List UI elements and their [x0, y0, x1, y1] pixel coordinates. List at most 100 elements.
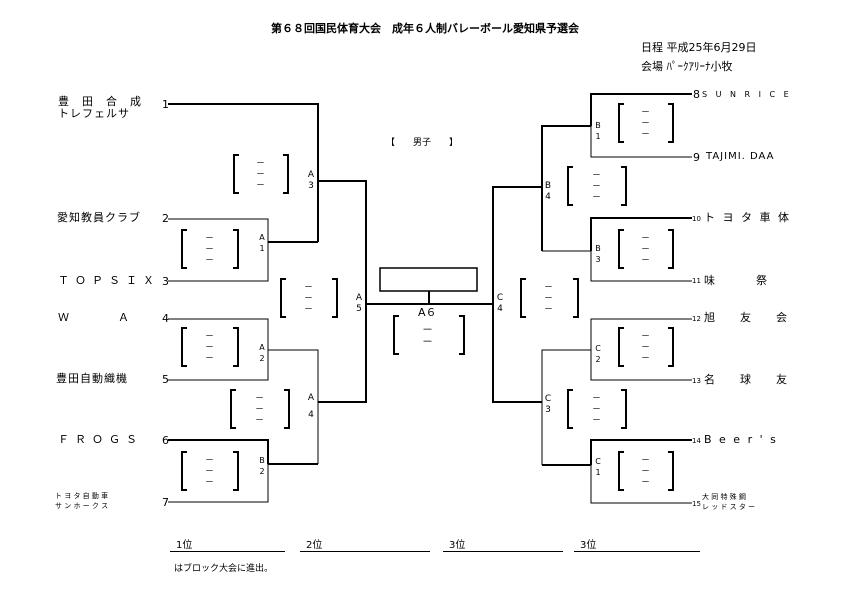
score-placeholder-b1-1: －	[641, 108, 651, 118]
score-placeholder-final-2: －	[422, 335, 433, 348]
score-placeholder-c2-2: －	[641, 343, 651, 353]
match-label-c2-number: 2	[595, 355, 601, 364]
match-label-c4-letter: C	[496, 293, 504, 303]
match-label-b4-letter: B	[544, 181, 552, 191]
score-placeholder-a1-3: －	[205, 256, 215, 266]
team-number-3: 3	[162, 275, 169, 288]
page-title: 第６８回国民体育大会 成年６人制バレーボール愛知県予選会	[271, 22, 579, 35]
team-3: ＴＯＰＳＩＸ	[58, 274, 160, 287]
team-number-11: 11	[692, 277, 701, 285]
score-placeholder-b4-2: －	[592, 182, 602, 192]
match-label-a2-number: 2	[259, 354, 265, 363]
score-bracket-a2	[181, 327, 239, 367]
bracket-line-team13	[590, 350, 692, 381]
score-bracket-a4	[230, 389, 290, 429]
score-placeholder-b3-3: －	[641, 256, 651, 266]
match-label-b1: B 1	[594, 120, 602, 142]
team-7-line-2: サ ン ホ ー ク ス	[55, 502, 109, 510]
match-label-c3-letter: C	[544, 394, 552, 404]
bracket-line-team6	[168, 439, 269, 464]
score-placeholder-b2-3: －	[205, 478, 215, 488]
score-placeholder-b3-2: －	[641, 245, 651, 255]
rank-3b-label: 3位	[580, 540, 597, 551]
score-placeholder-c1-3: －	[641, 478, 651, 488]
team-15-line-1: 大 同 特 殊 鋼	[702, 493, 746, 501]
team-15: 大 同 特 殊 鋼 レ ッ ド ス タ ー	[702, 492, 755, 512]
score-placeholder-b3-1: －	[641, 234, 651, 244]
score-bracket-a3	[233, 154, 289, 194]
team-number-15: 15	[692, 500, 701, 508]
score-placeholder-a2-2: －	[205, 343, 215, 353]
score-bracket-a1	[181, 229, 239, 269]
team-number-13: 13	[692, 377, 701, 385]
match-label-a5-number: 5	[356, 304, 362, 314]
team-1-line-1: 豊 田 合 成	[58, 95, 142, 108]
score-placeholder-c4-2: －	[544, 294, 554, 304]
match-label-b4-number: 4	[545, 192, 551, 202]
score-placeholder-a1-2: －	[205, 245, 215, 255]
team-number-10: 10	[692, 215, 701, 223]
bracket-line-team1	[168, 103, 319, 242]
bracket-line-a2-out	[268, 349, 319, 464]
score-placeholder-a3-3: －	[256, 181, 266, 191]
bracket-line-team14	[590, 439, 692, 465]
match-label-c1: C 1	[594, 456, 602, 478]
bracket-line-team5	[168, 350, 269, 381]
team-number-8: 8	[693, 88, 700, 101]
bracket-line-team2	[168, 218, 269, 242]
score-bracket-c4	[520, 278, 579, 318]
score-placeholder-a5-2: －	[304, 294, 314, 304]
score-placeholder-a5-3: －	[304, 305, 314, 315]
match-label-a3-letter: A	[307, 170, 315, 180]
team-7: ト ヨ タ 自 動 車 サ ン ホ ー ク ス	[55, 491, 108, 511]
team-number-9: 9	[693, 151, 700, 164]
score-placeholder-c4-1: －	[544, 283, 554, 293]
match-label-b2-letter: B	[259, 456, 265, 465]
score-placeholder-a3-2: －	[256, 170, 266, 180]
match-label-a4-letter: A	[307, 393, 315, 403]
match-label-b4: B 4	[544, 181, 552, 203]
match-label-a4-number: 4	[308, 410, 314, 420]
team-5: 豊田自動織機	[56, 372, 128, 385]
score-bracket-b1	[618, 103, 674, 143]
match-label-b3: B 3	[594, 243, 602, 265]
score-placeholder-b2-2: －	[205, 467, 215, 477]
match-label-a3: A 3	[307, 170, 315, 192]
champion-box	[379, 267, 478, 292]
score-placeholder-a1-1: －	[205, 234, 215, 244]
bracket-line-c2-out	[541, 349, 591, 465]
team-12: 旭 友 会	[704, 311, 788, 324]
rank-3a-label: 3位	[449, 540, 466, 551]
match-label-c2-letter: C	[595, 344, 601, 353]
score-bracket-b2	[181, 451, 239, 491]
team-number-1: 1	[162, 98, 169, 111]
team-9: TAJIMI. DAA	[706, 151, 775, 162]
rank-1-line	[170, 551, 285, 552]
match-label-b3-number: 3	[595, 255, 601, 264]
score-placeholder-c3-1: －	[592, 394, 602, 404]
bracket-line-c3-out	[492, 304, 542, 403]
bracket-line-b1-out	[541, 125, 591, 251]
score-placeholder-b2-1: －	[205, 456, 215, 466]
score-bracket-a5	[280, 278, 338, 318]
team-13: 名 球 友	[704, 373, 788, 386]
score-placeholder-c3-3: －	[592, 416, 602, 426]
score-placeholder-a2-1: －	[205, 332, 215, 342]
match-label-b3-letter: B	[595, 244, 601, 253]
score-placeholder-final-1: －	[422, 323, 433, 336]
match-label-final: A６	[418, 306, 437, 319]
team-number-6: 6	[162, 434, 169, 447]
score-placeholder-b4-1: －	[592, 171, 602, 181]
score-placeholder-a4-2: －	[255, 405, 265, 415]
match-label-c1-number: 1	[595, 468, 601, 477]
match-label-c4: C 4	[496, 293, 504, 315]
team-number-14: 14	[692, 437, 701, 445]
match-label-c3-number: 3	[545, 405, 551, 415]
match-label-a4: A 4	[307, 393, 315, 421]
team-number-2: 2	[162, 212, 169, 225]
team-14: B e e r ' s	[704, 433, 778, 446]
score-bracket-c3	[567, 389, 627, 429]
score-placeholder-c1-2: －	[641, 467, 651, 477]
match-label-a5-letter: A	[355, 293, 363, 303]
